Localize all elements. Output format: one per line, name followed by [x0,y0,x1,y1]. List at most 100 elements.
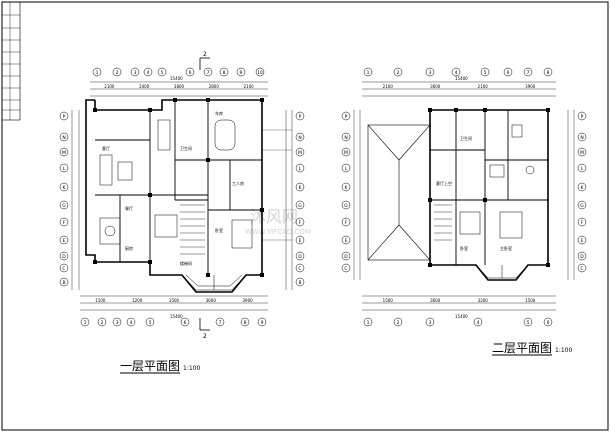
plan2-dim-bottom: 1500 [525,298,536,303]
axis-label: 4 [147,70,150,76]
plan2-axis-left [341,111,351,273]
axis-label: P [299,114,302,120]
axis-label: C [62,266,65,272]
plan1-dim-top: 2100 [244,84,255,89]
axis-label: 8 [244,320,247,326]
plan2-furniture [459,124,535,239]
axis-label: 1 [96,70,99,76]
axis-label: F [63,220,66,226]
axis-label: 3 [429,320,432,326]
axis-label: M [298,150,302,156]
plan1-dim-bottom: 1500 [169,298,180,303]
plan1-axis-right [295,111,305,287]
plan1-dimension-lines [71,81,293,311]
axis-label: 2 [101,320,104,326]
plan2-room-0: 客厅上空 [436,180,452,186]
plan1-scale: 1:100 [183,365,200,372]
section-mark-bottom: 2 [203,333,207,340]
plan2-interior-walls [430,110,548,265]
axis-label: G [298,203,302,209]
axis-label: F [581,220,584,226]
axis-label: L [345,166,348,172]
axis-label: L [581,166,584,172]
plan1-dim-top: 2800 [209,84,220,89]
second-floor-plan [341,67,587,327]
axis-label: 6 [547,320,550,326]
axis-label: 1 [367,320,370,326]
plan1-room-2: 厨房 [125,245,133,251]
axis-label: K [63,185,67,191]
axis-label: E [299,238,302,244]
plan1-total-dim-bottom: 15400 [170,314,183,319]
plan1-columns [93,98,264,277]
axis-label: D [580,254,584,260]
plan1-section-line [199,57,210,331]
plan2-total-dim-bottom: 15400 [455,314,468,319]
axis-label: C [580,266,583,272]
plan1-total-dim-top: 15400 [170,76,183,81]
axis-label: K [299,185,303,191]
axis-label: 1 [367,70,370,76]
axis-label: N [62,135,65,141]
plan2-room-1: 卧室 [460,245,468,251]
plan1-dim-top: 3800 [174,84,185,89]
plan1-axis-left [59,111,69,287]
axis-label: 3 [429,70,432,76]
plan1-room-4: 工人房 [232,180,244,186]
plan2-roof [367,124,431,261]
axis-label: 7 [207,70,210,76]
axis-label: 6 [507,70,510,76]
axis-label: N [298,135,301,141]
axis-label: P [63,114,66,120]
axis-label: N [580,135,583,141]
axis-label: B [62,280,65,286]
plan2-columns [428,108,550,267]
axis-label: 2 [397,320,400,326]
axis-label: 4 [455,70,458,76]
plan1-title: 一层平面图 [120,359,180,373]
axis-label: 8 [547,70,550,76]
axis-label: 3 [116,320,119,326]
axis-label: F [299,220,302,226]
plan2-dim-top: 3900 [525,84,536,89]
plan1-bay-window [181,274,247,291]
plan1-room-7: 车库 [215,110,223,116]
plan1-dim-bottom: 3900 [243,298,254,303]
axis-label: 2 [397,70,400,76]
axis-label: 3 [134,70,137,76]
axis-label: P [345,114,348,120]
axis-label: 9 [261,320,264,326]
plan1-room-0: 客厅 [102,145,110,151]
plan1-room-3: 卧室 [215,227,223,233]
plan1-leaders [262,129,292,241]
plan1-room-5: 楼梯间 [180,260,192,266]
watermark: 沐风网 WWW.MFCAD.COM [245,207,311,236]
axis-label: 7 [219,320,222,326]
title-strip [1,1,21,121]
plan2-dim-top: 2100 [478,84,489,89]
plan2-dim-bottom: 3600 [430,298,441,303]
plan2-dimension-lines [353,81,575,311]
axis-label: 4 [477,320,480,326]
axis-label: C [298,266,301,272]
plan2-stairs [434,204,452,241]
axis-label: 5 [161,70,164,76]
axis-label: 5 [527,320,530,326]
plan1-furniture [99,119,253,249]
first-floor-plan [59,57,305,331]
axis-label: K [581,185,585,191]
axis-label: M [344,150,348,156]
plan2-title: 二层平面图 [492,341,552,355]
axis-label: 5 [484,70,487,76]
axis-label: F [345,220,348,226]
axis-label: M [580,150,584,156]
plan1-dim-top: 2100 [104,84,115,89]
axis-label: B [298,280,301,286]
axis-label: 7 [527,70,530,76]
axis-label: E [581,238,584,244]
axis-label: L [299,166,302,172]
plan2-dim-bottom: 1500 [383,298,394,303]
